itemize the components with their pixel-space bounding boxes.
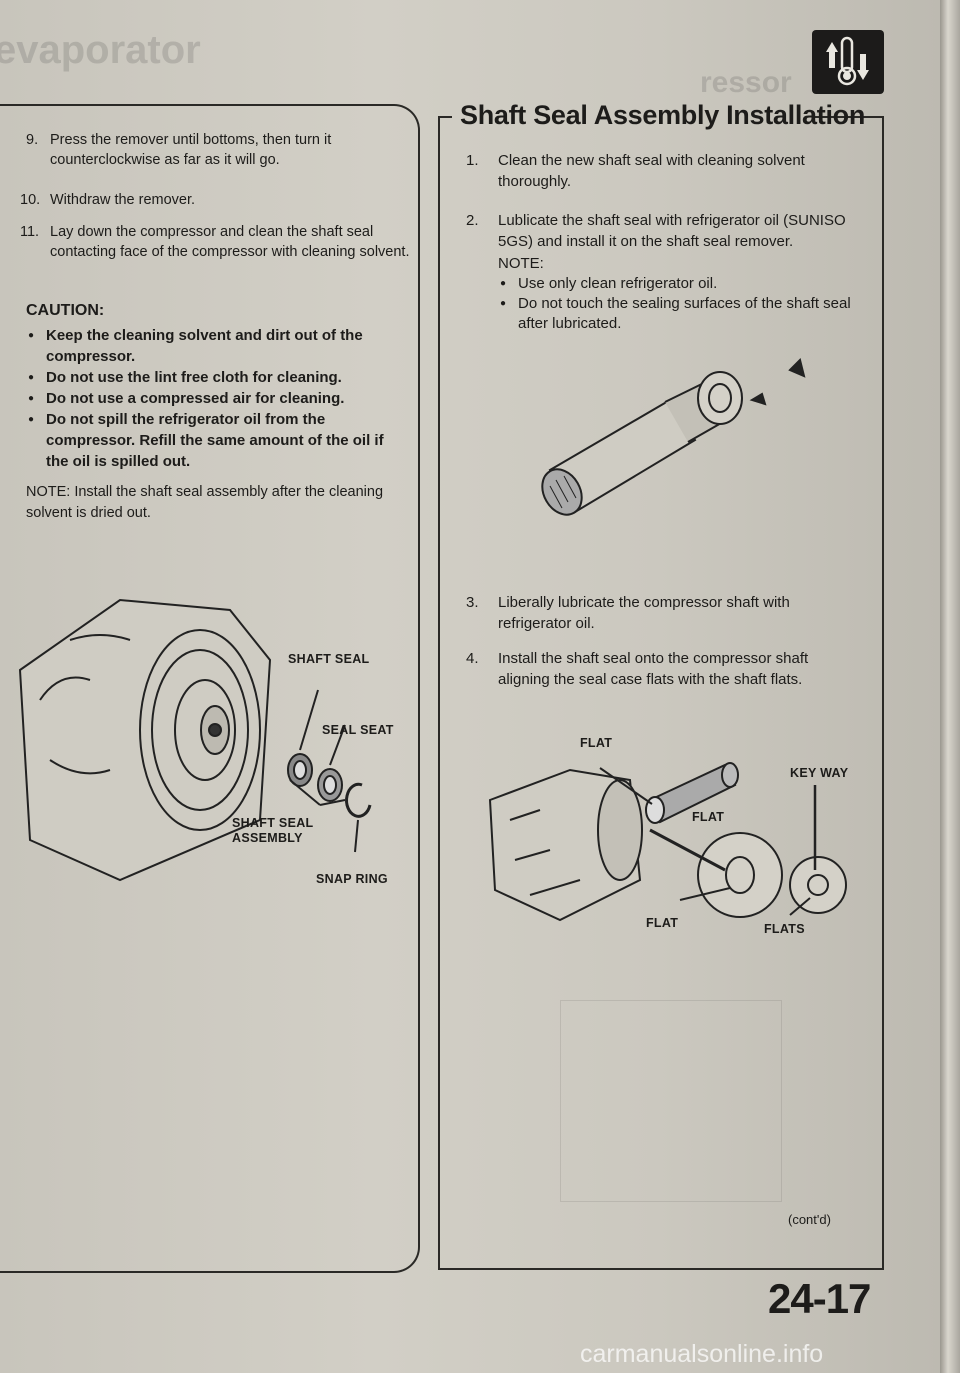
- caution-item: Do not use a compressed air for cleaning…: [26, 388, 396, 409]
- caution-block: CAUTION: Keep the cleaning solvent and d…: [26, 300, 396, 524]
- step-text: Lublicate the shaft seal with refrigerat…: [498, 212, 846, 250]
- step-text: Withdraw the remover.: [50, 192, 196, 208]
- label-seal-seat: SEAL SEAT: [322, 723, 394, 737]
- label-shaft-seal-assembly: SHAFT SEAL ASSEMBLY: [232, 816, 314, 845]
- step-number: 10.: [20, 192, 41, 208]
- right-column-frame: [438, 116, 884, 1270]
- step-number: 1.: [466, 152, 479, 169]
- title-rule: [438, 116, 452, 118]
- step-text: Press the remover until bottoms, then tu…: [50, 132, 332, 168]
- label-flat-bottom: FLAT: [646, 916, 679, 930]
- caution-item: Do not spill the refrigerator oil from t…: [26, 409, 396, 472]
- step-number: 11.: [20, 224, 40, 240]
- title-rule: [812, 116, 882, 118]
- caution-item: Keep the cleaning solvent and dirt out o…: [26, 325, 396, 367]
- install-seal-figure: FLAT KEY WAY FLAT FLAT FLATS: [470, 730, 870, 970]
- step-number: 3.: [466, 594, 479, 611]
- compressor-shaft-seal-figure: SHAFT SEAL SEAL SEAT SHAFT SEAL ASSEMBLY…: [0, 580, 418, 900]
- seal-remover-figure: [520, 340, 860, 530]
- thermometer-arrows-icon: [812, 30, 884, 94]
- caution-title: CAUTION:: [26, 302, 105, 319]
- step-text: Clean the new shaft seal with cleaning s…: [498, 152, 805, 190]
- continued-label: (cont'd): [788, 1212, 831, 1227]
- bleed-through-figure: [560, 1000, 782, 1202]
- label-flats: FLATS: [764, 922, 805, 936]
- step-text: Install the shaft seal onto the compress…: [498, 650, 809, 688]
- step-number: 4.: [466, 650, 479, 667]
- label-shaft-seal: SHAFT SEAL: [288, 652, 370, 666]
- label-flat-top: FLAT: [580, 736, 613, 750]
- note-text: NOTE: Install the shaft seal assembly af…: [26, 484, 384, 521]
- left-column-frame: [0, 104, 420, 1273]
- watermark-text: carmanualsonline.info: [580, 1340, 824, 1368]
- label-flat-mid: FLAT: [692, 810, 725, 824]
- step-number: 2.: [466, 212, 479, 229]
- step-text: Liberally lubricate the compressor shaft…: [498, 594, 790, 632]
- section-title: Shaft Seal Assembly Installation: [460, 100, 866, 130]
- bleed-through-text: ressor: [700, 66, 792, 99]
- caution-item: Do not use the lint free cloth for clean…: [26, 367, 396, 388]
- label-key-way: KEY WAY: [790, 766, 849, 780]
- note-title: NOTE:: [498, 255, 544, 272]
- step-text: Lay down the compressor and clean the sh…: [50, 224, 410, 260]
- page-edge: [940, 0, 960, 1373]
- step-number: 9.: [26, 132, 39, 148]
- bleed-through-text: evaporator: [0, 28, 201, 72]
- note-block: NOTE: Use only clean refrigerator oil. D…: [498, 254, 858, 334]
- note-item: Do not touch the sealing surfaces of the…: [498, 294, 858, 334]
- page-number: 24-17: [768, 1275, 871, 1322]
- note-item: Use only clean refrigerator oil.: [498, 274, 858, 294]
- label-snap-ring: SNAP RING: [316, 872, 388, 886]
